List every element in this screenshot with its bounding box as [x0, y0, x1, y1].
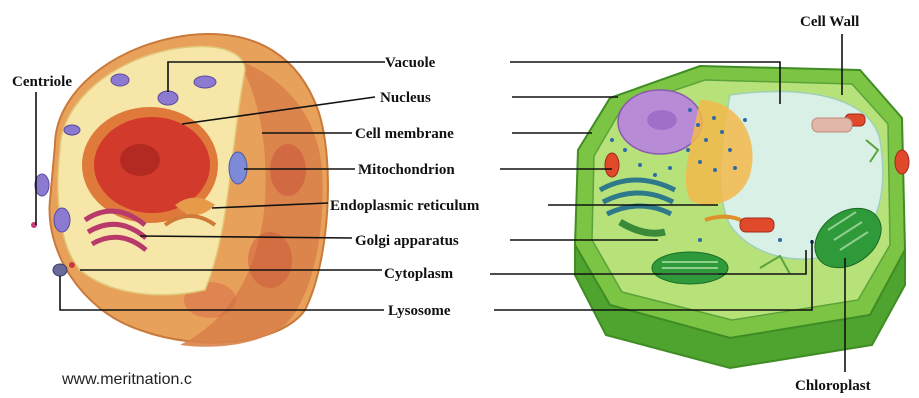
- label-endoplasmic-reticulum: Endoplasmic reticulum: [330, 198, 480, 214]
- animal-mitochondrion: [229, 152, 247, 184]
- label-nucleus: Nucleus: [380, 90, 431, 106]
- label-cell-membrane: Cell membrane: [355, 126, 454, 142]
- watermark: www.meritnation.c: [61, 371, 192, 388]
- plant-cell: [575, 66, 909, 368]
- animal-cell: [31, 34, 328, 347]
- label-cytoplasm: Cytoplasm: [384, 266, 454, 282]
- animal-vacuole: [158, 91, 178, 105]
- label-mitochondrion: Mitochondrion: [358, 162, 455, 178]
- label-centriole: Centriole: [12, 74, 72, 90]
- label-chloroplast: Chloroplast: [795, 378, 871, 394]
- label-cell-wall: Cell Wall: [800, 14, 859, 30]
- label-lysosome: Lysosome: [388, 303, 451, 319]
- plant-mitochondrion: [605, 153, 619, 177]
- animal-lysosome: [53, 264, 67, 276]
- label-golgi-apparatus: Golgi apparatus: [355, 233, 459, 249]
- label-vacuole: Vacuole: [385, 55, 436, 71]
